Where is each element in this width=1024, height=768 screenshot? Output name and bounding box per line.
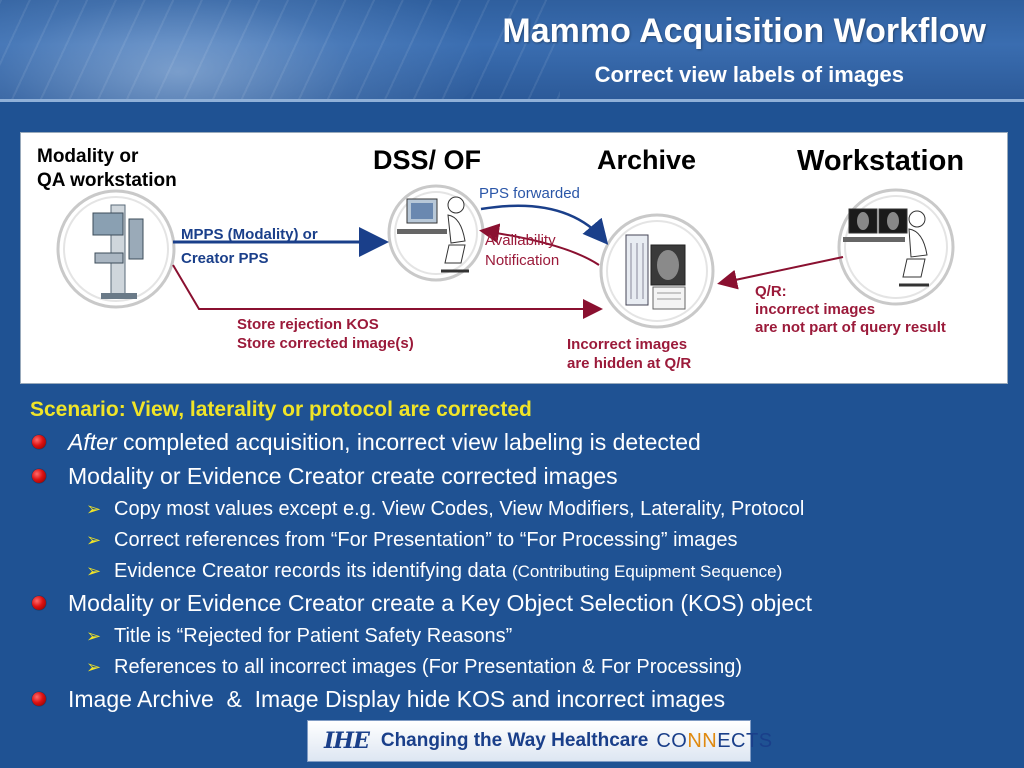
sub-bullet-3-1-text: Title is “Rejected for Patient Safety Re… [114, 625, 513, 647]
workflow-diagram: Modality or QA workstation DSS/ OF Archi… [20, 132, 1008, 384]
header-globe-decoration [0, 0, 490, 99]
sub-bullet-3-1: ➢ Title is “Rejected for Patient Safety … [30, 621, 1010, 652]
store-arrow [172, 264, 603, 319]
archive-icon [599, 213, 715, 329]
sub-bullet-2-3-note: (Contributing Equipment Sequence) [511, 562, 783, 581]
sub-bullet-3-2: ➢ References to all incorrect images (Fo… [30, 652, 1010, 683]
bullet-4: Image Archive & Image Display hide KOS a… [30, 683, 1010, 717]
bullet-dot-icon [32, 435, 46, 449]
bullet-dot-icon [32, 692, 46, 706]
sub-bullet-2-2-text: Correct references from “For Presentatio… [114, 529, 738, 551]
arrow-bullet-icon: ➢ [86, 657, 102, 677]
ihe-logo: IHE [324, 728, 370, 754]
pps-forwarded-label: PPS forwarded [479, 185, 580, 202]
mpps-label: MPPS (Modality) or Creator PPS [181, 226, 318, 267]
qr-arrow [717, 256, 844, 290]
bullet-2-text: Modality or Evidence Creator create corr… [68, 463, 618, 489]
connects-wordmark: CONNECTS [656, 729, 773, 752]
modality-icon [56, 189, 176, 309]
ihe-footer-banner: IHE Changing the Way Healthcare CONNECTS [307, 720, 772, 762]
diagram-graphics [56, 184, 955, 329]
slide-title: Mammo Acquisition Workflow [502, 12, 986, 50]
store-label: Store rejection KOS Store corrected imag… [237, 316, 414, 352]
sub-bullet-3-2-text: References to all incorrect images (For … [114, 656, 743, 678]
bullet-3-text: Modality or Evidence Creator create a Ke… [68, 590, 813, 616]
header-lines-decoration [0, 0, 560, 99]
bullet-3: Modality or Evidence Creator create a Ke… [30, 587, 1010, 621]
bullet-4-text: Image Archive & Image Display hide KOS a… [68, 686, 726, 712]
footer-tagline: Changing the Way Healthcare [380, 730, 649, 751]
bullet-1-italic: After [68, 429, 117, 455]
sub-bullet-2-1-text: Copy most values except e.g. View Codes,… [114, 498, 805, 520]
qr-label: Q/R: incorrect images are not part of qu… [755, 283, 946, 336]
modality-label: Modality or QA workstation [37, 146, 177, 191]
slide-subtitle: Correct view labels of images [594, 62, 904, 87]
sub-bullet-2-3: ➢ Evidence Creator records its identifyi… [30, 556, 1010, 587]
sub-bullet-2-3-text: Evidence Creator records its identifying… [114, 560, 507, 582]
arrow-bullet-icon: ➢ [86, 626, 102, 646]
arrow-bullet-icon: ➢ [86, 561, 102, 581]
arrow-bullet-icon: ➢ [86, 499, 102, 519]
bullet-1: After completed acquisition, incorrect v… [30, 426, 1010, 460]
hidden-label: Incorrect images are hidden at Q/R [567, 336, 692, 372]
bullet-2: Modality or Evidence Creator create corr… [30, 460, 1010, 494]
scenario-heading: Scenario: View, laterality or protocol a… [30, 398, 532, 421]
sub-bullet-2-1: ➢ Copy most values except e.g. View Code… [30, 494, 1010, 525]
availability-arrow [479, 223, 600, 266]
bullet-dot-icon [32, 469, 46, 483]
workstation-icon [837, 188, 955, 306]
availability-label: Availability Notification [485, 232, 560, 269]
header-banner: Mammo Acquisition Workflow Correct view … [0, 0, 1024, 102]
dss-of-label: DSS/ OF [373, 145, 482, 175]
pps-forwarded-arrow [480, 204, 609, 245]
archive-label: Archive [597, 145, 697, 175]
bullet-list: Scenario: View, laterality or protocol a… [30, 398, 1010, 717]
bullet-dot-icon [32, 596, 46, 610]
bullet-1-text: completed acquisition, incorrect view la… [122, 429, 701, 455]
sub-bullet-2-2: ➢ Correct references from “For Presentat… [30, 525, 1010, 556]
workstation-label: Workstation [797, 145, 965, 177]
dss-of-icon [387, 184, 485, 282]
arrow-bullet-icon: ➢ [86, 530, 102, 550]
